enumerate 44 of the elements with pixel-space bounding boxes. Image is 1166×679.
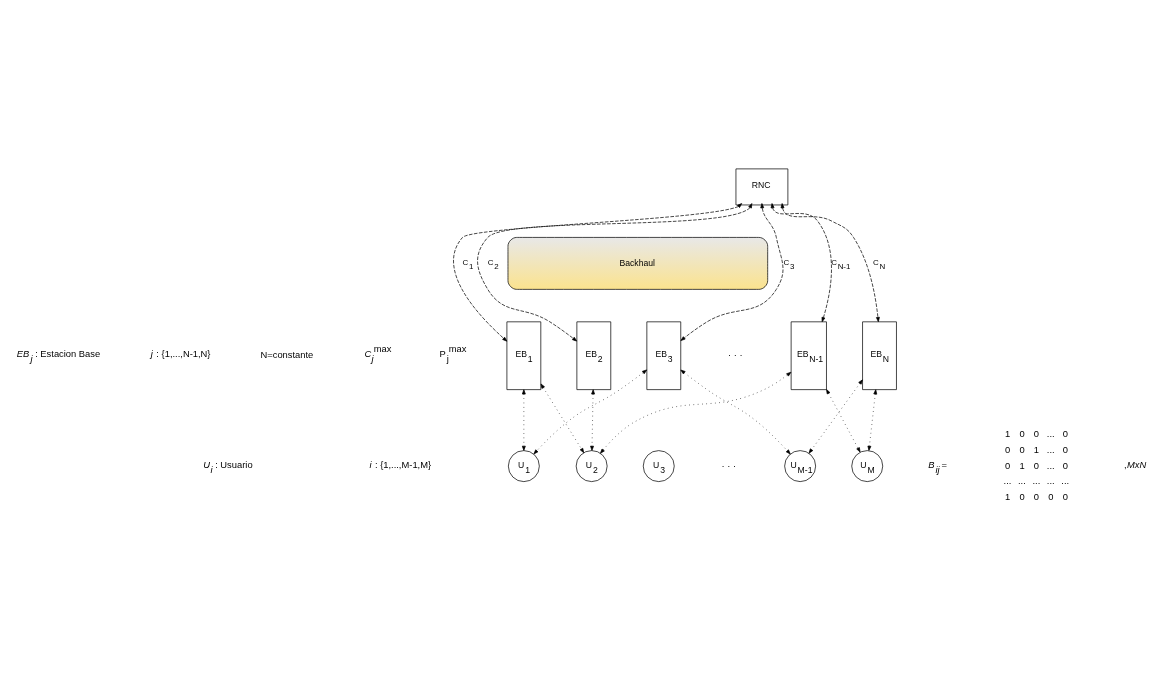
label: ...	[1003, 476, 1012, 487]
arrow	[826, 389, 861, 453]
label: 0	[1033, 492, 1040, 503]
label: 1	[1019, 460, 1025, 471]
label: ...	[1061, 476, 1070, 487]
arrow	[590, 389, 595, 451]
label: 0	[1019, 444, 1025, 455]
arrow	[521, 389, 526, 451]
arrow	[867, 389, 878, 451]
label: ...	[1018, 476, 1026, 487]
label: 0	[1005, 444, 1011, 455]
label: 0	[1033, 428, 1040, 439]
node-box: Backhaul	[507, 237, 769, 290]
label: 1	[1005, 492, 1011, 503]
label: 0	[1005, 460, 1011, 471]
label: 0	[1019, 428, 1025, 439]
arrow	[600, 371, 792, 454]
label: 0	[1062, 460, 1068, 471]
label: j : {1,...,N-1,N}	[150, 349, 211, 360]
arrow	[780, 203, 880, 323]
label: ...	[1046, 444, 1055, 455]
label: N=constante	[260, 350, 314, 361]
label: · · ·	[721, 460, 737, 471]
label: ,MxN	[1124, 459, 1147, 470]
label: · · ·	[728, 350, 743, 361]
label: 1	[1005, 428, 1011, 439]
label: 1	[1033, 444, 1040, 455]
label: 0	[1062, 492, 1068, 503]
label: i : {1,...,M-1,M}	[369, 459, 432, 470]
label: 0	[1019, 492, 1025, 503]
label: 0	[1062, 428, 1068, 439]
label: 0	[1062, 444, 1068, 455]
arrow	[680, 203, 784, 341]
label: 0	[1033, 460, 1040, 471]
label: ...	[1046, 428, 1055, 439]
label: ...	[1046, 476, 1055, 487]
label: ...	[1032, 476, 1041, 487]
arrow	[533, 369, 648, 455]
arrow	[770, 203, 832, 323]
arrow	[808, 379, 863, 454]
arrow	[680, 369, 791, 455]
label: 0	[1048, 492, 1054, 503]
label: ...	[1046, 460, 1055, 471]
arrow	[540, 383, 585, 454]
